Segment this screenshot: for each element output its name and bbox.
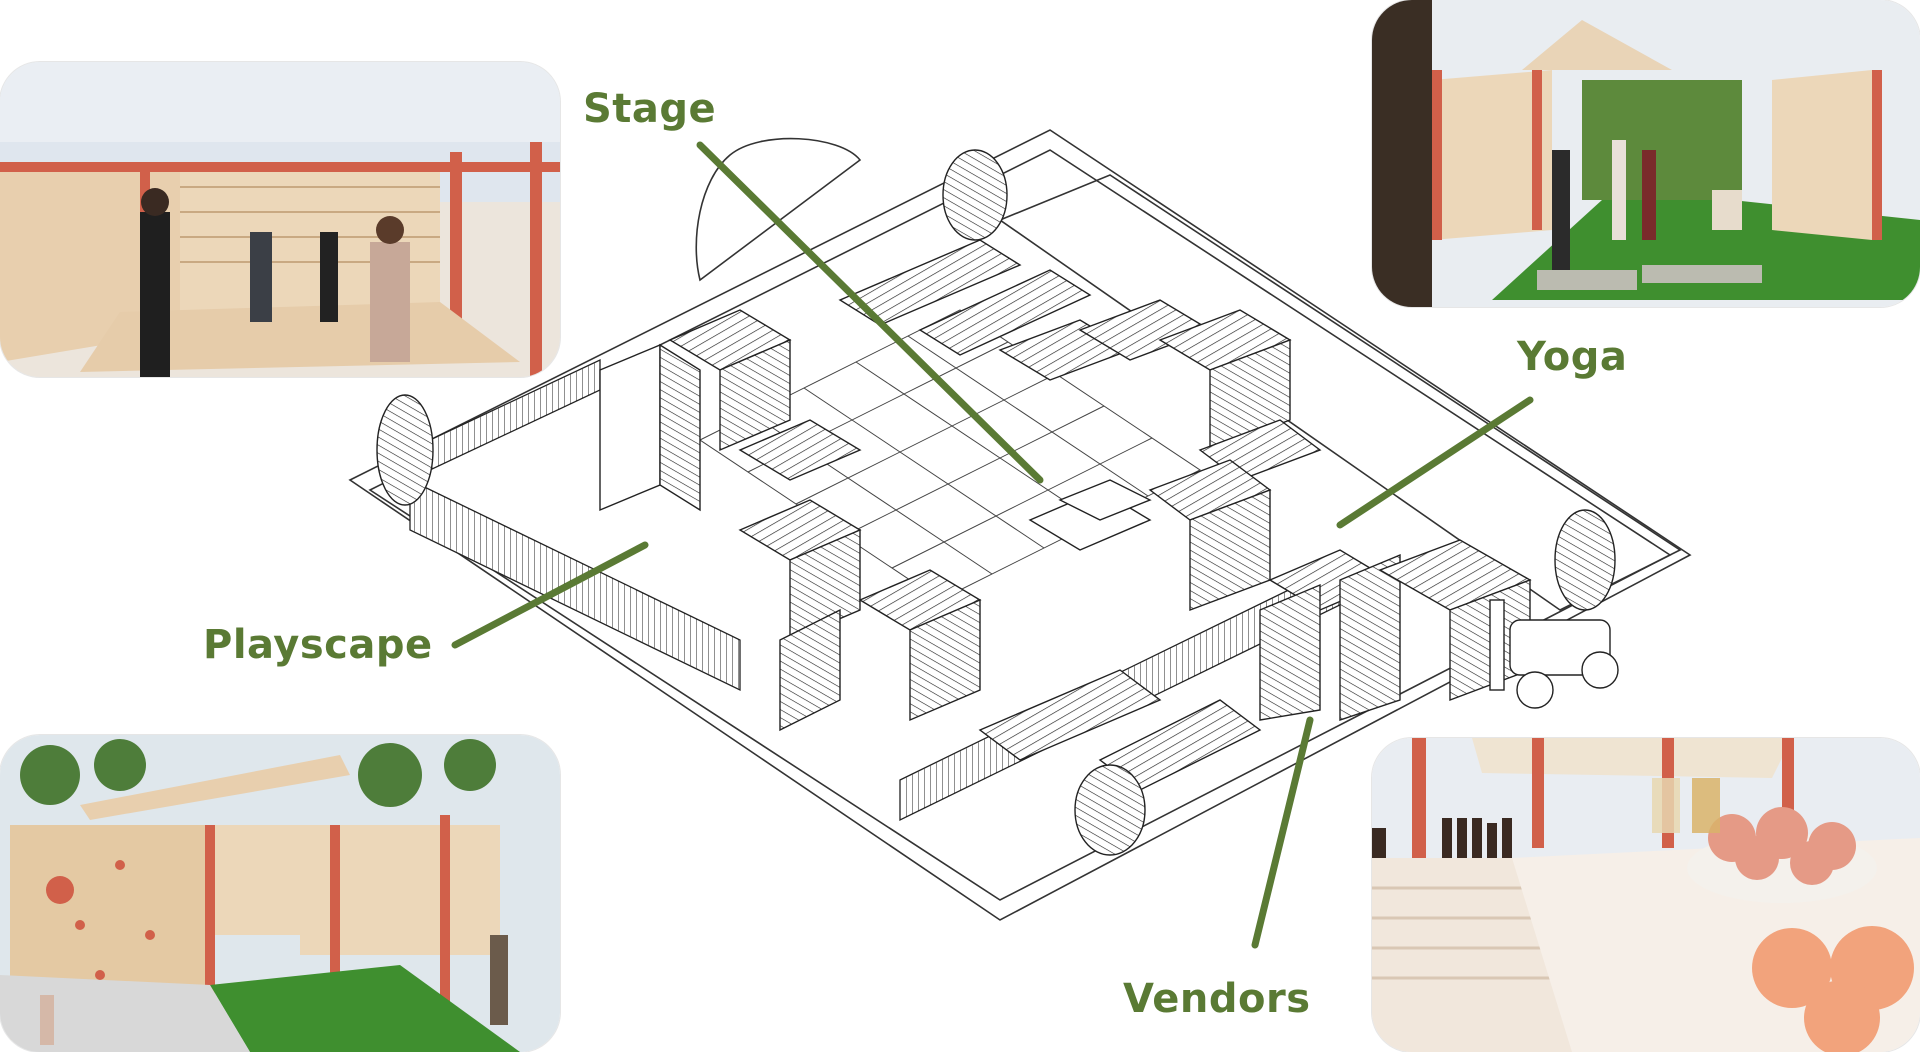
playscape-leader xyxy=(451,541,649,649)
stage-leader xyxy=(696,141,1044,484)
stage-label: Stage xyxy=(583,86,717,132)
playscape-rendering xyxy=(0,735,560,1052)
yoga-label: Yoga xyxy=(1517,334,1628,380)
vendors-leader xyxy=(1251,716,1314,949)
callout-leaders xyxy=(451,141,1534,949)
pallet-modules xyxy=(376,149,1619,856)
playscape-label: Playscape xyxy=(203,622,433,668)
yoga-leader xyxy=(1336,396,1534,529)
stage-rendering xyxy=(0,62,560,377)
vendors-label: Vendors xyxy=(1123,976,1311,1022)
forklift-sketch xyxy=(1489,599,1619,709)
vendors-rendering xyxy=(1372,738,1920,1052)
yoga-rendering xyxy=(1372,0,1920,307)
